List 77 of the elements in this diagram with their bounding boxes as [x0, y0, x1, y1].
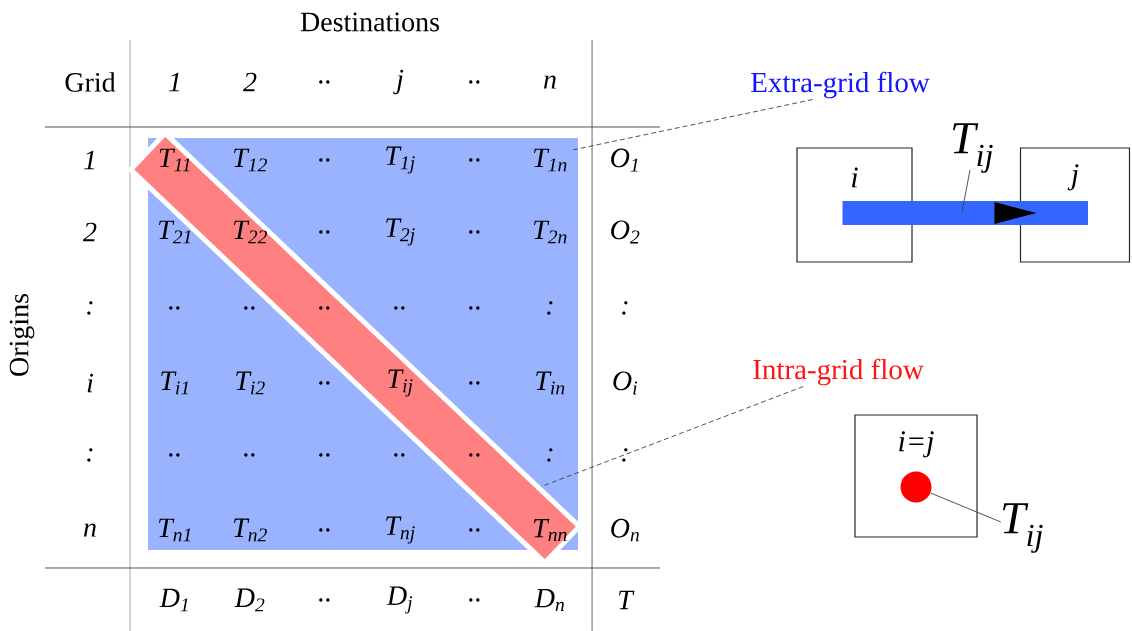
matrix-entry: T$_{i2}$ — [236, 371, 265, 395]
column-total: D$_{n}$ — [534, 588, 564, 612]
flow-label: T$_{ij}$ — [953, 123, 993, 173]
row-total: : — [622, 448, 628, 462]
row-header: 1 — [84, 150, 94, 170]
column-header: .. — [469, 80, 480, 84]
matrix-entry: .. — [319, 158, 330, 162]
grid-cell-box: i=j — [854, 414, 978, 538]
matrix-entry: .. — [469, 453, 480, 457]
grid-cell-box: j — [1019, 147, 1131, 263]
column-header: n — [544, 75, 556, 89]
column-total: .. — [469, 598, 480, 602]
callout-text: Intra-grid flow — [753, 358, 924, 386]
matrix-entry: .. — [394, 306, 405, 310]
callout-text: Extra-grid flow — [751, 71, 930, 99]
matrix-entry: T$_{11}$ — [159, 148, 190, 172]
column-total: .. — [319, 598, 330, 602]
column-header: 1 — [169, 72, 179, 92]
row-header: : — [87, 448, 93, 462]
row-total: O$_{i}$ — [613, 371, 637, 395]
matrix-entry: .. — [319, 306, 330, 310]
matrix-entry: T$_{n2}$ — [234, 518, 267, 542]
grand-total: T — [619, 590, 635, 610]
matrix-entry: T$_{nj}$ — [386, 516, 415, 544]
row-header: : — [87, 301, 93, 315]
row-total: O$_{1}$ — [611, 148, 638, 172]
matrix-entry: .. — [469, 158, 480, 162]
axis-title: Origins — [9, 294, 35, 376]
row-total: : — [622, 301, 628, 315]
leader-line — [572, 99, 814, 151]
matrix-entry: T$_{22}$ — [234, 220, 267, 244]
matrix-entry: T$_{12}$ — [234, 148, 267, 172]
matrix-entry: T$_{1n}$ — [534, 148, 567, 172]
column-header: 2 — [243, 72, 257, 92]
row-header: i — [87, 373, 94, 393]
matrix-entry: .. — [469, 528, 480, 532]
matrix-entry: .. — [169, 306, 180, 310]
matrix-entry: .. — [469, 306, 480, 310]
column-total: D$_{2}$ — [234, 588, 265, 612]
matrix-entry: T$_{2j}$ — [386, 218, 415, 246]
row-total: O$_{n}$ — [611, 518, 639, 542]
column-header: j — [393, 69, 404, 95]
axis-title: Destinations — [300, 12, 439, 32]
matrix-entry: .. — [319, 528, 330, 532]
flow-dot — [900, 471, 932, 503]
leader-line — [961, 169, 971, 213]
grid-heading: Grid — [65, 72, 116, 92]
matrix-entry: : — [547, 448, 553, 462]
matrix-entry: T$_{2n}$ — [534, 220, 567, 244]
matrix-entry: T$_{21}$ — [159, 220, 191, 244]
leader-line — [540, 386, 804, 488]
matrix-entry: .. — [169, 453, 180, 457]
matrix-entry: .. — [244, 453, 255, 457]
row-total: O$_{2}$ — [611, 220, 640, 244]
grid-cell-box: i — [796, 147, 913, 263]
matrix-entry: .. — [469, 230, 480, 234]
matrix-entry: .. — [469, 381, 480, 385]
matrix-entry: .. — [244, 306, 255, 310]
row-header: n — [84, 523, 96, 537]
column-total: D$_{j}$ — [386, 586, 413, 614]
column-total: D$_{1}$ — [159, 588, 188, 612]
matrix-entry: .. — [319, 230, 330, 234]
flow-label: T$_{ij}$ — [1003, 503, 1043, 553]
matrix-entry: T$_{n1}$ — [159, 518, 191, 542]
matrix-entry: .. — [319, 453, 330, 457]
matrix-entry: .. — [319, 381, 330, 385]
matrix-entry: T$_{nn}$ — [534, 518, 567, 542]
matrix-entry: .. — [394, 453, 405, 457]
matrix-entry: T$_{ij}$ — [388, 369, 413, 397]
matrix-entry: T$_{1j}$ — [386, 146, 415, 174]
matrix-entry: : — [547, 301, 553, 315]
matrix-entry: T$_{i1}$ — [161, 371, 189, 395]
flow-arrow — [842, 201, 1088, 225]
column-header: .. — [319, 80, 330, 84]
matrix-entry: T$_{in}$ — [536, 371, 565, 395]
row-header: 2 — [83, 222, 97, 242]
leader-line — [930, 492, 1002, 523]
